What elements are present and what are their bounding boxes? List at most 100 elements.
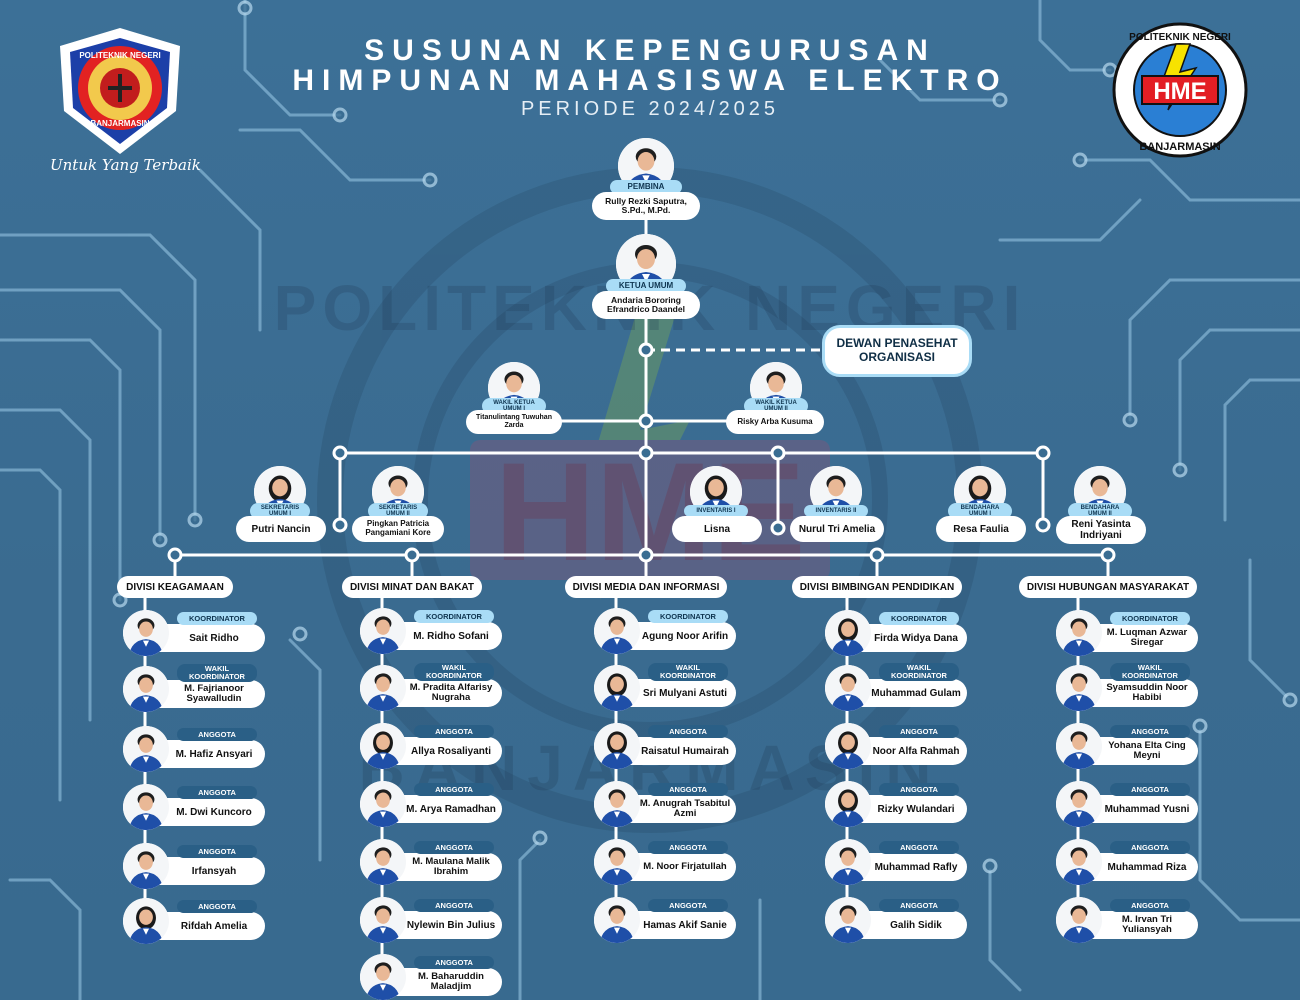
member-role: ANGGOTA — [1110, 725, 1190, 738]
member-role: ANGGOTA — [414, 956, 494, 969]
member-role: KOORDINATOR — [414, 610, 494, 623]
member-photo — [825, 839, 871, 885]
member-role: ANGGOTA — [879, 783, 959, 796]
member-photo — [825, 781, 871, 827]
member-role: KOORDINATOR — [1110, 612, 1190, 625]
svg-text:BANJARMASIN: BANJARMASIN — [90, 119, 149, 128]
dewan-line1: DEWAN PENASEHAT — [836, 336, 958, 351]
sek1-role-line1: SEKRETARIS — [260, 504, 300, 511]
member-photo — [1056, 610, 1102, 656]
member-photo — [123, 726, 169, 772]
division-header: DIVISI KEAGAMAAN — [117, 576, 233, 598]
wakil1-name-line2: Zarda — [504, 422, 524, 429]
wakil1-name-line1: Titanulintang Tuwuhan — [476, 414, 552, 422]
svg-text:BANJARMASIN: BANJARMASIN — [1139, 141, 1220, 153]
member-role-line2: KOORDINATOR — [1122, 671, 1178, 680]
ben2-role: BENDAHARA UMUM II — [1068, 503, 1132, 519]
member-photo — [594, 723, 640, 769]
sek2-role-line2: UMUM II — [386, 511, 410, 517]
svg-text:HME: HME — [1153, 78, 1206, 105]
member-role-line2: KOORDINATOR — [660, 671, 716, 680]
member-photo — [360, 897, 406, 943]
wakil2-name: Risky Arba Kusuma — [726, 410, 824, 434]
member-role: ANGGOTA — [177, 900, 257, 913]
svg-text:POLITEKNIK NEGERI: POLITEKNIK NEGERI — [79, 51, 160, 60]
hme-logo: HME POLITEKNIK NEGERI BANJARMASIN — [1110, 20, 1250, 160]
member-photo — [360, 608, 406, 654]
motto-text: Untuk Yang Terbaik — [50, 156, 201, 174]
member-role: ANGGOTA — [177, 845, 257, 858]
member-photo — [825, 723, 871, 769]
member-photo — [1056, 781, 1102, 827]
ben1-role-line1: BENDAHARA — [960, 504, 1000, 511]
ben2-name-line2: Indriyani — [1080, 530, 1122, 541]
member-photo — [825, 665, 871, 711]
member-role: ANGGOTA — [414, 725, 494, 738]
member-role: ANGGOTA — [648, 841, 728, 854]
member-role: KOORDINATOR — [648, 610, 728, 623]
division-header: DIVISI HUBUNGAN MASYARAKAT — [1019, 576, 1197, 598]
member-photo — [123, 666, 169, 712]
inv2-name: Nurul Tri Amelia — [790, 516, 884, 542]
member-role: ANGGOTA — [414, 841, 494, 854]
division-header: DIVISI BIMBINGAN PENDIDIKAN — [792, 576, 962, 598]
division-header: DIVISI MINAT DAN BAKAT — [342, 576, 482, 598]
ketua-name-line2: Efrandrico Daandel — [607, 304, 685, 314]
ben1-role-line2: UMUM I — [969, 511, 991, 517]
pembina-name: Rully Rezki Saputra, S.Pd., M.Pd. — [592, 192, 700, 220]
member-role-line1: WAKIL — [906, 663, 932, 673]
sek1-name: Putri Nancin — [236, 516, 326, 542]
member-role-line2: KOORDINATOR — [189, 672, 245, 681]
member-role: ANGGOTA — [879, 841, 959, 854]
member-role-line1: WAKIL — [675, 663, 701, 673]
member-photo — [123, 843, 169, 889]
ben2-role-line2: UMUM II — [1088, 511, 1112, 517]
member-photo — [1056, 723, 1102, 769]
inv2-role: INVENTARIS II — [804, 505, 868, 517]
member-role: ANGGOTA — [414, 899, 494, 912]
svg-text:POLITEKNIK NEGERI: POLITEKNIK NEGERI — [1129, 32, 1231, 43]
member-role: ANGGOTA — [177, 728, 257, 741]
member-photo — [360, 665, 406, 711]
period-label: PERIODE 2024/2025 — [520, 98, 780, 120]
member-photo — [1056, 839, 1102, 885]
division-header: DIVISI MEDIA DAN INFORMASI — [565, 576, 727, 598]
ben1-name: Resa Faulia — [936, 516, 1026, 542]
ketua-role: KETUA UMUM — [606, 279, 686, 293]
member-photo — [594, 665, 640, 711]
ben1-role: BENDAHARA UMUM I — [948, 503, 1012, 519]
member-photo — [594, 897, 640, 943]
member-photo — [123, 784, 169, 830]
sek1-role: SEKRETARIS UMUM I — [250, 503, 310, 519]
member-role-line2: KOORDINATOR — [891, 671, 947, 680]
dewan-line2: ORGANISASI — [858, 350, 935, 364]
ben2-role-line1: BENDAHARA — [1080, 504, 1120, 511]
sek2-role-line1: SEKRETARIS — [378, 504, 418, 511]
member-role-line1: WAKIL — [1137, 663, 1163, 673]
ben2-name-line1: Reni Yasinta — [1071, 519, 1131, 530]
member-role-line2: KOORDINATOR — [426, 671, 482, 680]
member-photo — [360, 723, 406, 769]
member-photo — [123, 898, 169, 944]
sek1-role-line2: UMUM I — [269, 511, 291, 517]
member-photo — [1056, 665, 1102, 711]
page-title-line1: SUSUNAN KEPENGURUSAN — [364, 34, 936, 67]
member-role: ANGGOTA — [414, 783, 494, 796]
sek2-role: SEKRETARIS UMUM II — [368, 503, 428, 519]
wakil1-name: Titanulintang Tuwuhan Zarda — [466, 410, 562, 434]
member-photo — [123, 610, 169, 656]
wakil1-role-line1: WAKIL KETUA — [493, 399, 535, 406]
wakil1-role-line2: UMUM I — [503, 406, 525, 412]
member-photo — [594, 608, 640, 654]
member-photo — [825, 897, 871, 943]
member-role-line1: WAKIL — [204, 664, 230, 674]
page-title-line2: HIMPUNAN MAHASISWA ELEKTRO — [292, 64, 1008, 97]
member-role: ANGGOTA — [879, 725, 959, 738]
member-role-line1: WAKIL — [441, 663, 467, 673]
dewan-penasehat-box: DEWAN PENASEHAT ORGANISASI — [822, 325, 972, 377]
sek2-name-line2: Pangamiani Kore — [365, 528, 431, 537]
